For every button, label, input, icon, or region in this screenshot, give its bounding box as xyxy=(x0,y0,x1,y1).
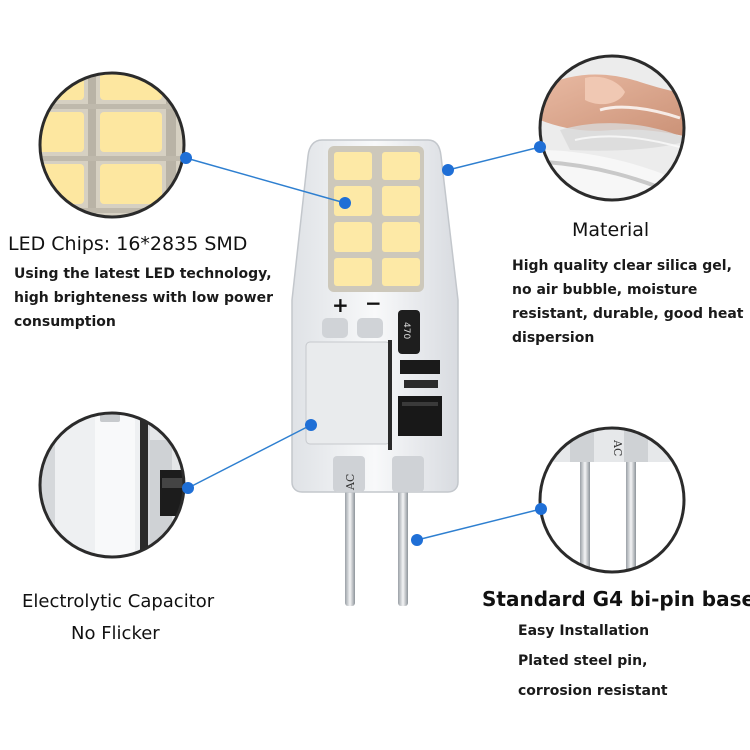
detail-ac-mark: AC xyxy=(611,439,624,456)
ac-mark: AC xyxy=(344,474,357,491)
led-desc-line: high brighteness with low power xyxy=(14,290,273,306)
material-desc-line: resistant, durable, good heat xyxy=(512,306,744,322)
capacitor-zoom-circle xyxy=(38,411,186,559)
resistor-code: 470 xyxy=(401,322,411,339)
led-chips-title: LED Chips: 16*2835 SMD xyxy=(8,233,248,255)
pointer-dot-material xyxy=(442,164,454,176)
base-desc-line: Plated steel pin, xyxy=(518,653,648,669)
minus-mark: − xyxy=(365,291,382,315)
base-description: Easy Installation Plated steel pin, corr… xyxy=(518,616,668,706)
pointer-lines xyxy=(180,141,547,546)
led-desc-line: consumption xyxy=(14,314,116,330)
pointer-dot-material-target xyxy=(534,141,546,153)
led-desc-line: Using the latest LED technology, xyxy=(14,266,272,282)
pointer-dot-capacitor xyxy=(182,482,194,494)
base-desc-line: corrosion resistant xyxy=(518,683,668,699)
capacitor-subtitle: No Flicker xyxy=(71,623,160,644)
pointer-dot-led-target xyxy=(339,197,351,209)
led-chips-description: Using the latest LED technology, high br… xyxy=(14,262,273,334)
material-desc-line: dispersion xyxy=(512,330,595,346)
material-description: High quality clear silica gel, no air bu… xyxy=(512,254,743,350)
capacitor-title: Electrolytic Capacitor xyxy=(22,591,215,612)
pin-base-zoom-circle: AC xyxy=(538,426,686,574)
g4-bulb: + − 470 AC xyxy=(291,139,459,606)
bulb-pin-left xyxy=(345,478,355,606)
material-desc-line: no air bubble, moisture xyxy=(512,282,698,298)
plus-mark: + xyxy=(332,293,349,317)
base-title: Standard G4 bi-pin base xyxy=(482,587,750,611)
pointer-dot-capacitor-target xyxy=(305,419,317,431)
base-desc-line: Easy Installation xyxy=(518,623,650,639)
pointer-dot-base xyxy=(411,534,423,546)
material-title: Material xyxy=(572,219,650,241)
led-chips-zoom-circle xyxy=(38,71,186,219)
resistor xyxy=(398,310,420,354)
pointer-dot-led xyxy=(180,152,192,164)
bulb-pin-right xyxy=(398,478,408,606)
pointer-dot-base-target xyxy=(535,503,547,515)
material-zoom-circle xyxy=(538,54,686,202)
material-desc-line: High quality clear silica gel, xyxy=(512,258,732,274)
bulb-led-chips xyxy=(334,152,420,286)
